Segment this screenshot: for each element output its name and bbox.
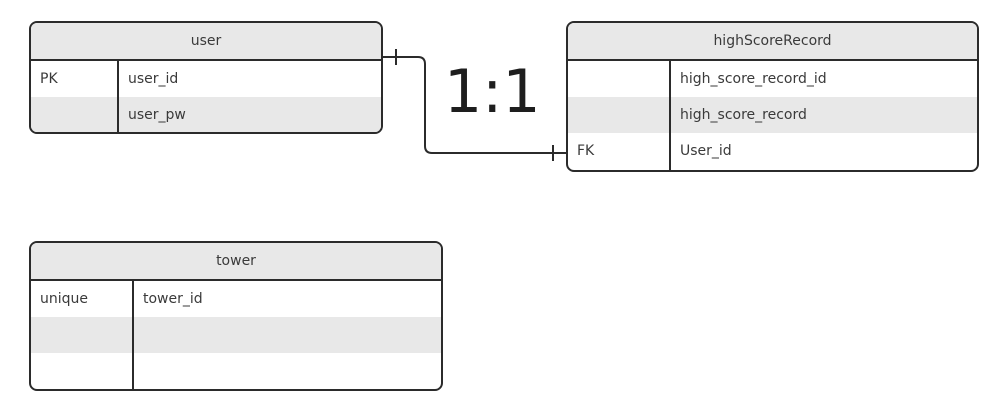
attribute-row[interactable]: PK user_id [31, 61, 381, 97]
attribute-key: unique [40, 291, 89, 307]
entity-title: tower [31, 243, 441, 281]
entity-title: highScoreRecord [568, 23, 977, 61]
entity-title: user [31, 23, 381, 61]
attribute-row[interactable] [31, 353, 441, 389]
attribute-row[interactable]: user_pw [31, 97, 381, 132]
entity-tower[interactable]: tower unique tower_id [29, 241, 443, 391]
attribute-row[interactable]: high_score_record_id [568, 61, 977, 97]
attribute-name: tower_id [143, 291, 203, 307]
attribute-name: high_score_record_id [680, 71, 827, 87]
attribute-row[interactable]: high_score_record [568, 97, 977, 133]
attribute-name: user_id [128, 71, 179, 87]
column-divider [669, 61, 671, 170]
attribute-row[interactable] [31, 317, 441, 353]
column-divider [132, 281, 134, 389]
attribute-key: FK [577, 143, 595, 159]
relationship-line [383, 56, 566, 154]
attribute-name: user_pw [128, 107, 186, 123]
attribute-row[interactable]: unique tower_id [31, 281, 441, 317]
entity-high-score-record[interactable]: highScoreRecord high_score_record_id hig… [566, 21, 979, 172]
entity-user[interactable]: user PK user_id user_pw [29, 21, 383, 134]
attribute-key: PK [40, 71, 58, 87]
relationship-cardinality-label: 1:1 [444, 57, 541, 127]
attribute-name: User_id [680, 143, 732, 159]
column-divider [117, 61, 119, 132]
attribute-row[interactable]: FK User_id [568, 133, 977, 169]
attribute-name: high_score_record [680, 107, 807, 123]
